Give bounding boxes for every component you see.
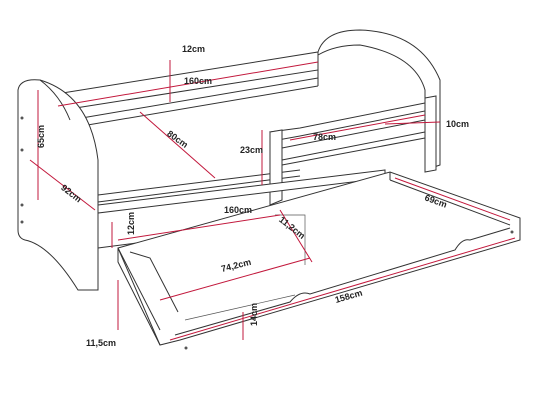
label-guard-length: 78cm: [313, 132, 336, 142]
label-guard-height: 23cm: [240, 145, 263, 155]
footboard-left: [17, 79, 99, 291]
label-headboard-height: 65cm: [36, 125, 46, 148]
label-bed-length-top: 160cm: [184, 76, 212, 86]
label-base-length: 160cm: [224, 205, 252, 215]
mattress-platform: [69, 77, 319, 203]
label-drawer-front-height: 14cm: [249, 303, 259, 326]
label-base-height: 12cm: [126, 212, 136, 235]
label-backrest-height: 12cm: [182, 44, 205, 54]
label-drawer-clearance: 11,5cm: [86, 338, 116, 348]
dimension-lines: [29, 60, 516, 341]
side-guard: [268, 95, 437, 206]
label-bed-diagonal: 80cm: [165, 128, 190, 149]
label-guard-thickness: 10cm: [446, 119, 469, 129]
drawer: [117, 171, 521, 350]
